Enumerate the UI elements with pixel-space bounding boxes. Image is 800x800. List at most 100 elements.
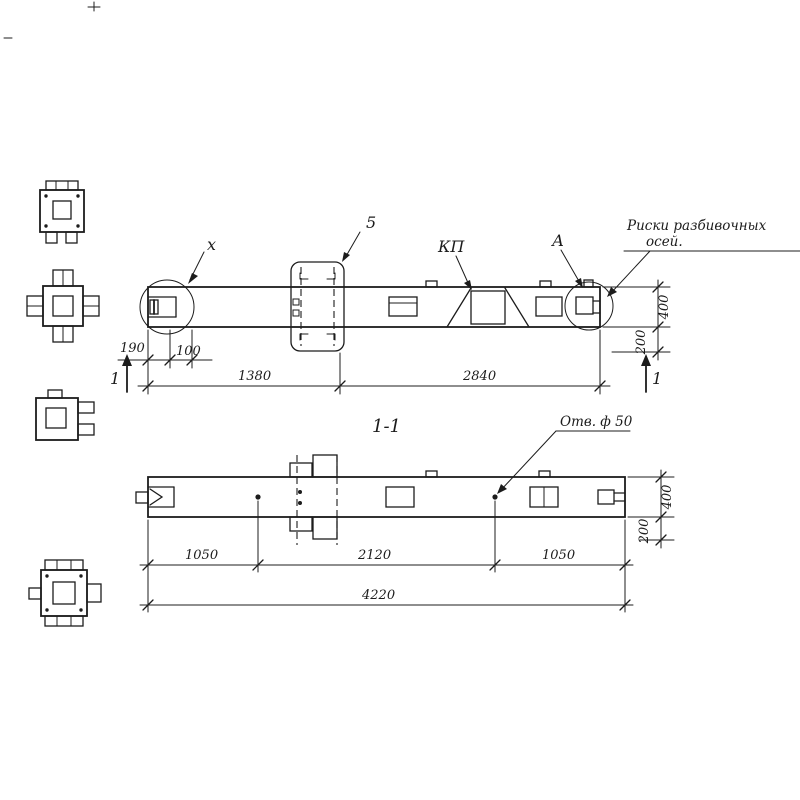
dim-4220: 4220 [361,588,395,603]
kp-plate [470,290,506,325]
core-square [45,407,67,429]
elevation-view: x 5 КП [139,213,800,352]
bottom-tab [65,231,78,244]
brace-diagonal [504,287,530,328]
leader-arrow [342,252,350,262]
axes-note-line1: Риски разбивочных [626,218,767,234]
dim-tick [652,281,664,293]
core-square [52,581,76,605]
dim-2120: 2120 [357,548,391,563]
detail-left-mark: x [207,235,216,254]
dim-tick [619,599,631,611]
column-body-elevation [147,286,601,328]
bolt-dot [45,574,49,578]
bolt-dot [45,608,49,612]
dim-tick [334,380,346,392]
plan-dimensions: 1050 2120 1050 4220 400 200 [139,469,675,613]
leader-arrow [607,287,617,297]
cross-section-detail-3 [35,389,95,441]
leader-line [560,249,581,284]
top-mark [539,280,552,288]
detail-circle-right [564,281,614,331]
end-tab [135,491,149,504]
dim-tick [252,559,264,571]
dim-tick [142,599,154,611]
bolt-dot [44,224,48,228]
bolt-dot [79,574,83,578]
embedded-plate [385,486,415,508]
end-plate [575,296,594,315]
scan-artifacts [3,1,101,39]
dim-1050-left: 1050 [185,548,218,563]
detail-right-mark: А [551,231,564,250]
top-mark [583,279,594,288]
right-console [86,583,102,603]
dim-2840: 2840 [462,369,496,384]
dim-tick [164,354,176,366]
side-plate [289,462,313,478]
bolt-dot [44,194,48,198]
dim-tick [655,471,667,483]
dim-200-elev: 200 [634,330,649,356]
bolt-dot [298,490,302,494]
top-mark [425,280,438,288]
detail-circle-left [139,279,195,335]
dim-tick [594,380,606,392]
embedded-plate [388,296,418,317]
detail-mid-mark: 5 [366,213,376,232]
dim-tick [142,354,154,366]
leader-arrow [497,484,507,494]
leader-line [344,231,361,259]
dim-tick [652,321,664,333]
bolt-dot [76,194,80,198]
dim-tick [652,346,664,358]
dim-tick [655,534,667,546]
bottom-console-plan [312,516,338,540]
side-plate [289,516,313,532]
core-square [52,200,72,220]
end-notch [149,488,164,506]
plate-mark: КП [437,237,465,256]
section-outline [42,285,84,327]
hole-note: Отв. ф 50 [560,414,633,430]
dim-tick [142,380,154,392]
plan-view: Отв. ф 50 [135,414,633,545]
leader-arrow [464,280,472,290]
hole-left [255,494,261,500]
dim-200-plan: 200 [637,519,652,545]
dim-tick [489,559,501,571]
mid-joint-block [290,261,345,352]
cross-section-detail-4 [28,559,102,627]
section-arrow [641,354,651,366]
section-arrow [122,354,132,366]
top-console-plan [312,454,338,478]
top-mark [538,470,551,478]
embedded-plate [535,296,563,317]
top-mark [425,470,438,478]
dim-tick [186,354,198,366]
bottom-tab [45,231,58,244]
dim-1380: 1380 [238,369,271,384]
bolt-dot [76,224,80,228]
cross-section-detail-1 [39,180,85,244]
leader-line [455,255,470,286]
core-square [52,295,74,317]
brace-diagonal [446,287,472,328]
leader-arrow [188,273,198,284]
section-title: 1-1 [372,416,401,437]
dim-tick [619,559,631,571]
bolt-dot [298,501,302,505]
dim-tick [655,511,667,523]
top-flange [45,180,79,191]
section-mark-right: 1 [652,369,662,388]
dim-400-plan: 400 [660,485,675,511]
section-outline [35,397,79,441]
bottom-flange [44,615,84,627]
leader-line [500,430,557,491]
elevation-dimensions: 190 100 1380 2840 1 1 400 200 [110,279,672,395]
dim-1050-right: 1050 [542,548,575,563]
leader-arrow [575,278,583,288]
bolt-dot [79,608,83,612]
